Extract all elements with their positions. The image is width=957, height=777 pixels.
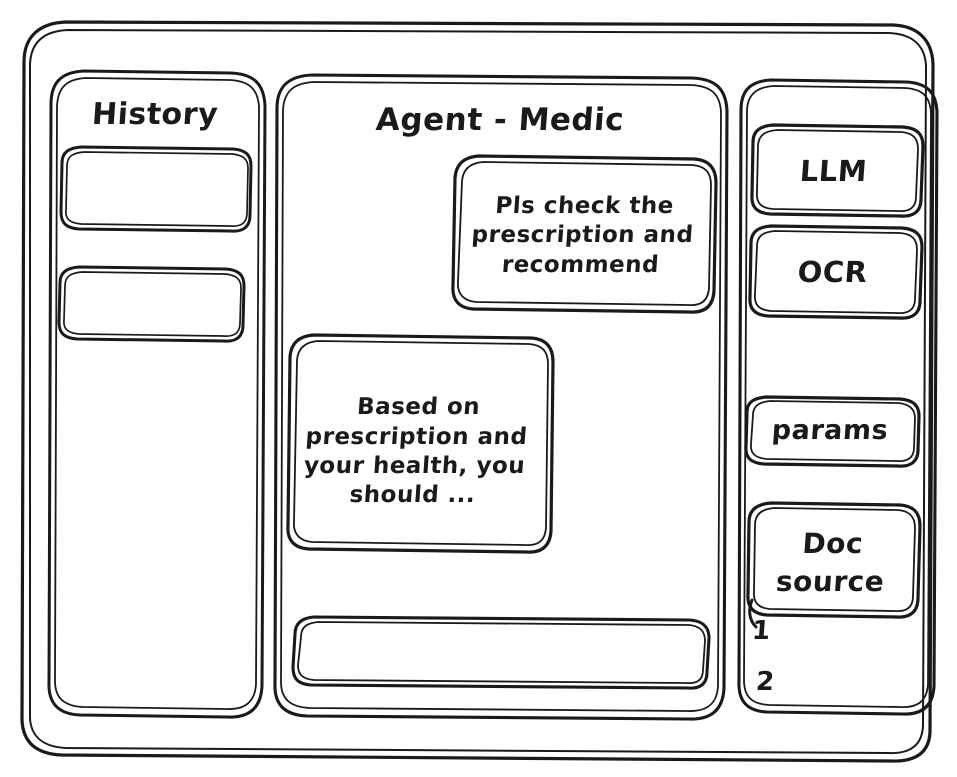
agent-message-bubble: Based on prescription and your health, y…: [303, 394, 529, 509]
doc-source-reference-1[interactable]: 1: [750, 616, 772, 647]
history-item[interactable]: [55, 268, 242, 340]
tool-button-llm[interactable]: LLM: [798, 154, 869, 189]
user-message-bubble: Pls check the prescription and recommend: [470, 192, 695, 278]
page-title: Agent - Medic: [374, 102, 626, 139]
doc-source-card[interactable]: Doc source: [774, 526, 886, 598]
history-panel-title: History: [90, 96, 220, 132]
doc-source-reference-2[interactable]: 2: [754, 667, 776, 698]
message-input[interactable]: [293, 618, 702, 680]
tool-button-params[interactable]: params: [770, 414, 890, 446]
tool-button-ocr[interactable]: OCR: [796, 255, 869, 290]
history-item[interactable]: [55, 152, 252, 230]
